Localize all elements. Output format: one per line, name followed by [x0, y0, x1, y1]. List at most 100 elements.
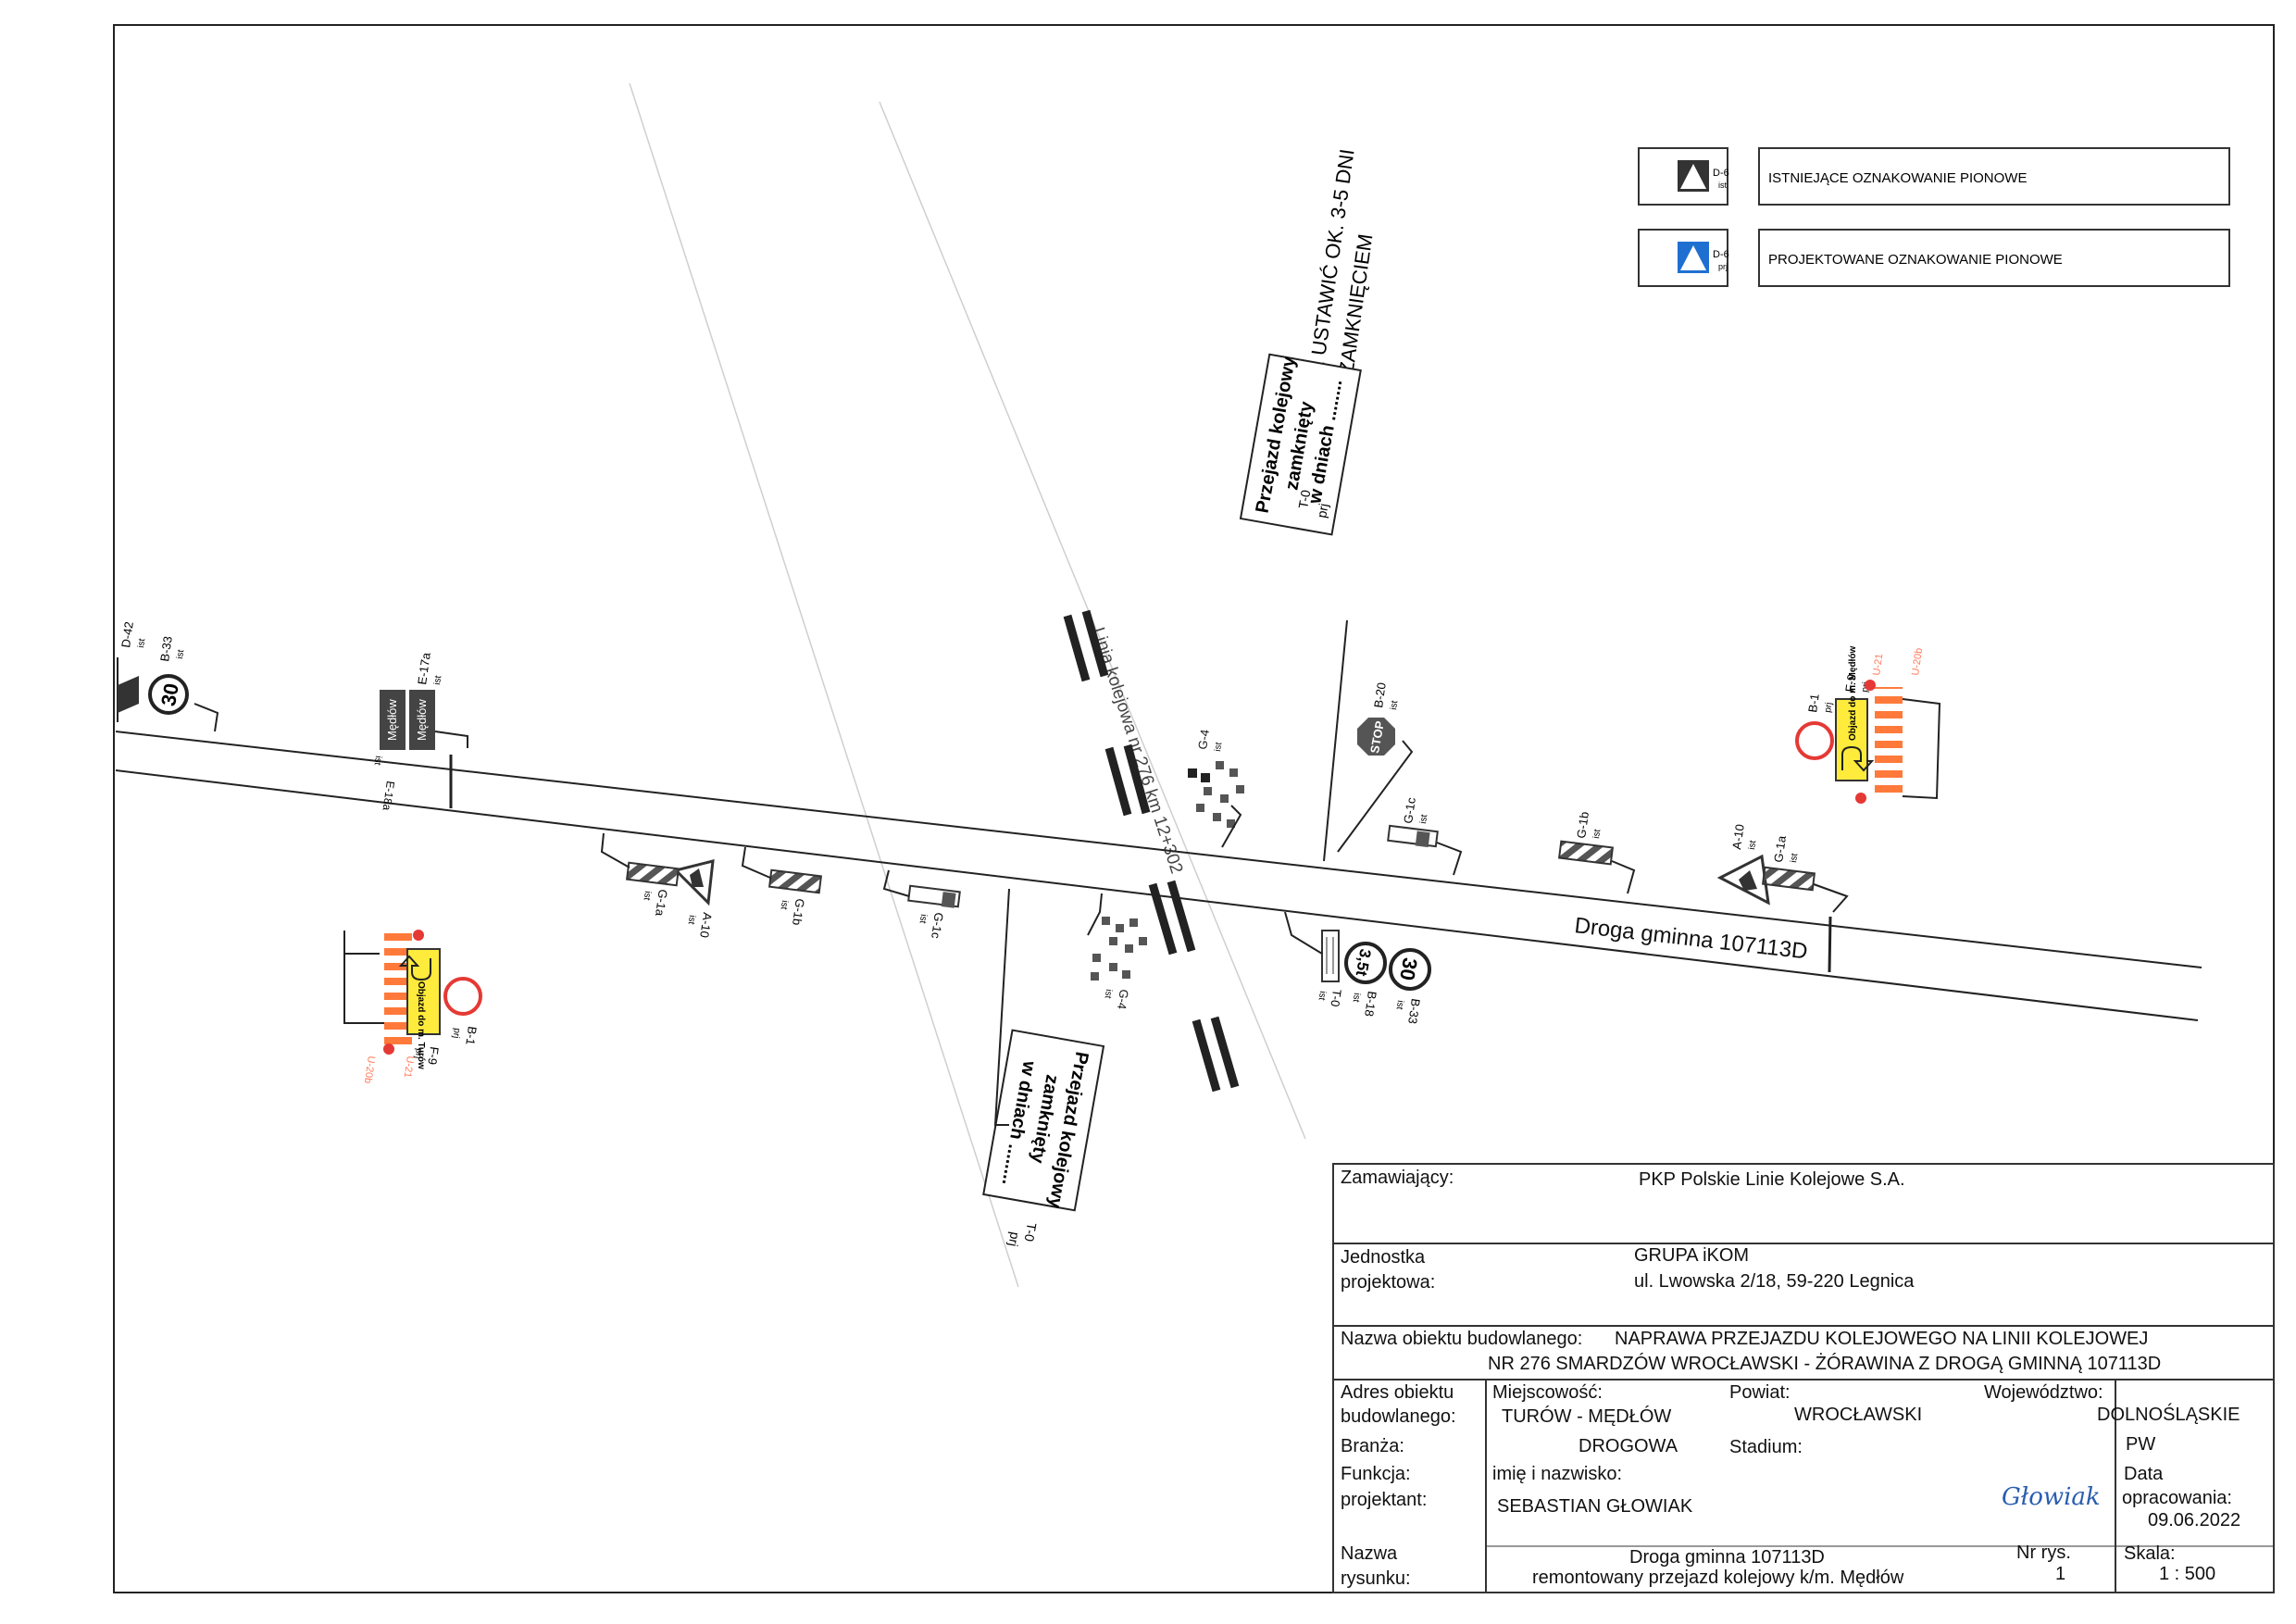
sign-t0-weight-plate: T-0 ist [1284, 911, 1344, 1008]
sign-b20-stop: STOP B-20 ist [1337, 681, 1414, 853]
adres-label-1: Adres obiektu [1341, 1382, 1454, 1403]
sign-f9-right-detour [1835, 698, 1868, 781]
svg-text:G-4: G-4 [1195, 729, 1212, 751]
svg-text:B-33: B-33 [1405, 998, 1423, 1025]
svg-text:ist: ist [917, 914, 929, 925]
data-value: 09.06.2022 [2148, 1510, 2241, 1530]
legend: D-6 ist D-6 prj ISTNIEJĄCE OZNAKOWANIE P… [1638, 147, 2230, 287]
sign-g1a-left: G-1a ist [600, 832, 680, 918]
closure-board-top: Przejazd kolejowy zamknięty w dniach ...… [1239, 353, 1362, 536]
zamawiajacy-label: Zamawiający: [1341, 1168, 1454, 1188]
road-label: Droga gminna 107113D [1573, 913, 1808, 964]
obiekt-value-2: NR 276 SMARDZÓW WROCŁAWSKI - ŻÓRAWINA Z … [1488, 1354, 2162, 1374]
svg-text:prj: prj [412, 1048, 423, 1060]
legend-projected-label: PROJEKTOWANE OZNAKOWANIE PIONOWE [1768, 252, 2063, 268]
signature: Głowiak [2002, 1483, 2101, 1511]
sign-e17a-town-name: Mędłów Mędłów E-17a ist E-18a ist [372, 651, 468, 812]
zamawiajacy-value: PKP Polskie Linie Kolejowe S.A. [1639, 1169, 1905, 1190]
svg-text:ist: ist [432, 675, 443, 686]
sign-b1-left-no-entry [443, 977, 482, 1016]
svg-text:B-33: B-33 [157, 635, 175, 662]
sign-b33-speed-limit-left: 30 B-33 ist [148, 635, 219, 732]
sign-status: prj [1314, 502, 1330, 518]
adres-label-2: budowlanego: [1341, 1406, 1456, 1427]
jednostka-label-1: Jednostka [1341, 1247, 1426, 1268]
svg-text:ist: ist [1103, 989, 1114, 1000]
legend-status: ist [1718, 181, 1727, 190]
sign-g1c-left: G-1c ist [882, 869, 961, 940]
sign-b33-speed-limit-right: 30 B-33 ist [1389, 948, 1431, 1025]
svg-text:ist: ist [1316, 991, 1328, 1002]
detour-set-right: B-1 prj Objazd do m. Mędłów F-9 prj U-21… [1795, 646, 1941, 804]
powiat-label: Powiat: [1729, 1382, 1791, 1403]
svg-text:ist: ist [1747, 840, 1758, 851]
powiat-value: WROCŁAWSKI [1794, 1405, 1923, 1425]
svg-text:U-21: U-21 [1871, 653, 1885, 676]
skala-value: 1 : 500 [2159, 1564, 2216, 1584]
sign-d42: D-42 ist [117, 620, 147, 722]
svg-text:E-18a: E-18a [381, 781, 397, 812]
svg-text:B-18: B-18 [1362, 991, 1379, 1018]
svg-text:ist: ist [779, 900, 790, 911]
title-block-grid [1332, 1163, 2275, 1593]
drawing-frame [113, 24, 2275, 1593]
svg-text:U-20b: U-20b [1910, 647, 1925, 676]
svg-text:U-20b: U-20b [362, 1056, 377, 1084]
svg-text:ist: ist [1591, 829, 1603, 840]
rysunek-value-2: remontowany przejazd kolejowy k/m. Mędłó… [1532, 1568, 1904, 1588]
railway-line [629, 82, 1306, 1288]
svg-text:G-1a: G-1a [653, 889, 670, 918]
miejscowosc-value: TURÓW - MĘDŁÓW [1502, 1406, 1672, 1427]
imie-value: SEBASTIAN GŁOWIAK [1497, 1496, 1693, 1517]
svg-text:prj: prj [450, 1028, 461, 1040]
rysunek-label-1: Nazwa [1341, 1543, 1398, 1564]
branza-label: Branża: [1341, 1436, 1404, 1456]
skala-label: Skala: [2124, 1543, 2176, 1564]
wojewodztwo-label: Województwo: [1984, 1382, 2103, 1403]
stadium-label: Stadium: [1729, 1437, 1803, 1457]
svg-text:D-42: D-42 [119, 620, 136, 648]
svg-text:B-1: B-1 [1805, 693, 1822, 713]
svg-text:ist: ist [1789, 853, 1800, 864]
sign-g1a-right: G-1a ist [1761, 834, 1849, 913]
svg-text:Objazd do m. Turów: Objazd do m. Turów [416, 981, 426, 1069]
svg-text:ist: ist [1394, 1000, 1405, 1011]
svg-text:3,5t: 3,5t [1353, 947, 1375, 977]
svg-text:30: 30 [1395, 956, 1422, 982]
svg-text:ist: ist [1213, 742, 1224, 753]
legend-existing-label: ISTNIEJĄCE OZNAKOWANIE PIONOWE [1768, 170, 2027, 186]
svg-text:F-9: F-9 [425, 1046, 442, 1066]
sign-code: T-0 [1021, 1221, 1039, 1243]
sign-b1-right-no-entry [1795, 721, 1834, 760]
sign-b18-weight-limit: 3,5t B-18 ist [1344, 942, 1387, 1018]
rysunek-label-2: rysunku: [1341, 1568, 1411, 1589]
svg-text:30: 30 [156, 681, 183, 707]
stadium-value: PW [2126, 1434, 2156, 1455]
svg-text:ist: ist [136, 638, 147, 649]
svg-text:STOP: STOP [1367, 719, 1387, 755]
obiekt-value-1: NAPRAWA PRZEJAZDU KOLEJOWEGO NA LINII KO… [1615, 1329, 2149, 1349]
detour-set-left: Objazd do m. Turów F-9 prj B-1 prj U-21 … [343, 930, 482, 1084]
svg-text:G-1c: G-1c [929, 912, 946, 940]
svg-text:ist: ist [1418, 814, 1429, 825]
jednostka-label-2: projektowa: [1341, 1272, 1436, 1293]
imie-label: imię i nazwisko: [1492, 1464, 1623, 1484]
funkcja-label: Funkcja: [1341, 1464, 1411, 1484]
svg-text:G-1c: G-1c [1401, 796, 1418, 824]
data-label-2: opracowania: [2122, 1488, 2232, 1508]
rysunek-value-1: Droga gminna 107113D [1629, 1547, 1825, 1568]
svg-text:Mędłów: Mędłów [415, 699, 429, 741]
svg-text:Objazd do m. Mędłów: Objazd do m. Mędłów [1848, 646, 1858, 741]
svg-text:G-1b: G-1b [790, 898, 807, 927]
data-label-1: Data [2124, 1464, 2164, 1484]
jednostka-value-1: GRUPA iKOM [1634, 1245, 1750, 1266]
svg-text:ist: ist [1389, 700, 1400, 711]
svg-text:ist: ist [686, 915, 697, 926]
svg-text:T-0: T-0 [1328, 989, 1343, 1008]
svg-text:F-9: F-9 [1842, 673, 1859, 693]
sign-a10-right: A-10 ist [1716, 823, 1770, 906]
legend-code: D-6 [1713, 168, 1729, 179]
svg-text:G-1b: G-1b [1574, 811, 1591, 840]
sign-status: prj [1005, 1230, 1022, 1247]
